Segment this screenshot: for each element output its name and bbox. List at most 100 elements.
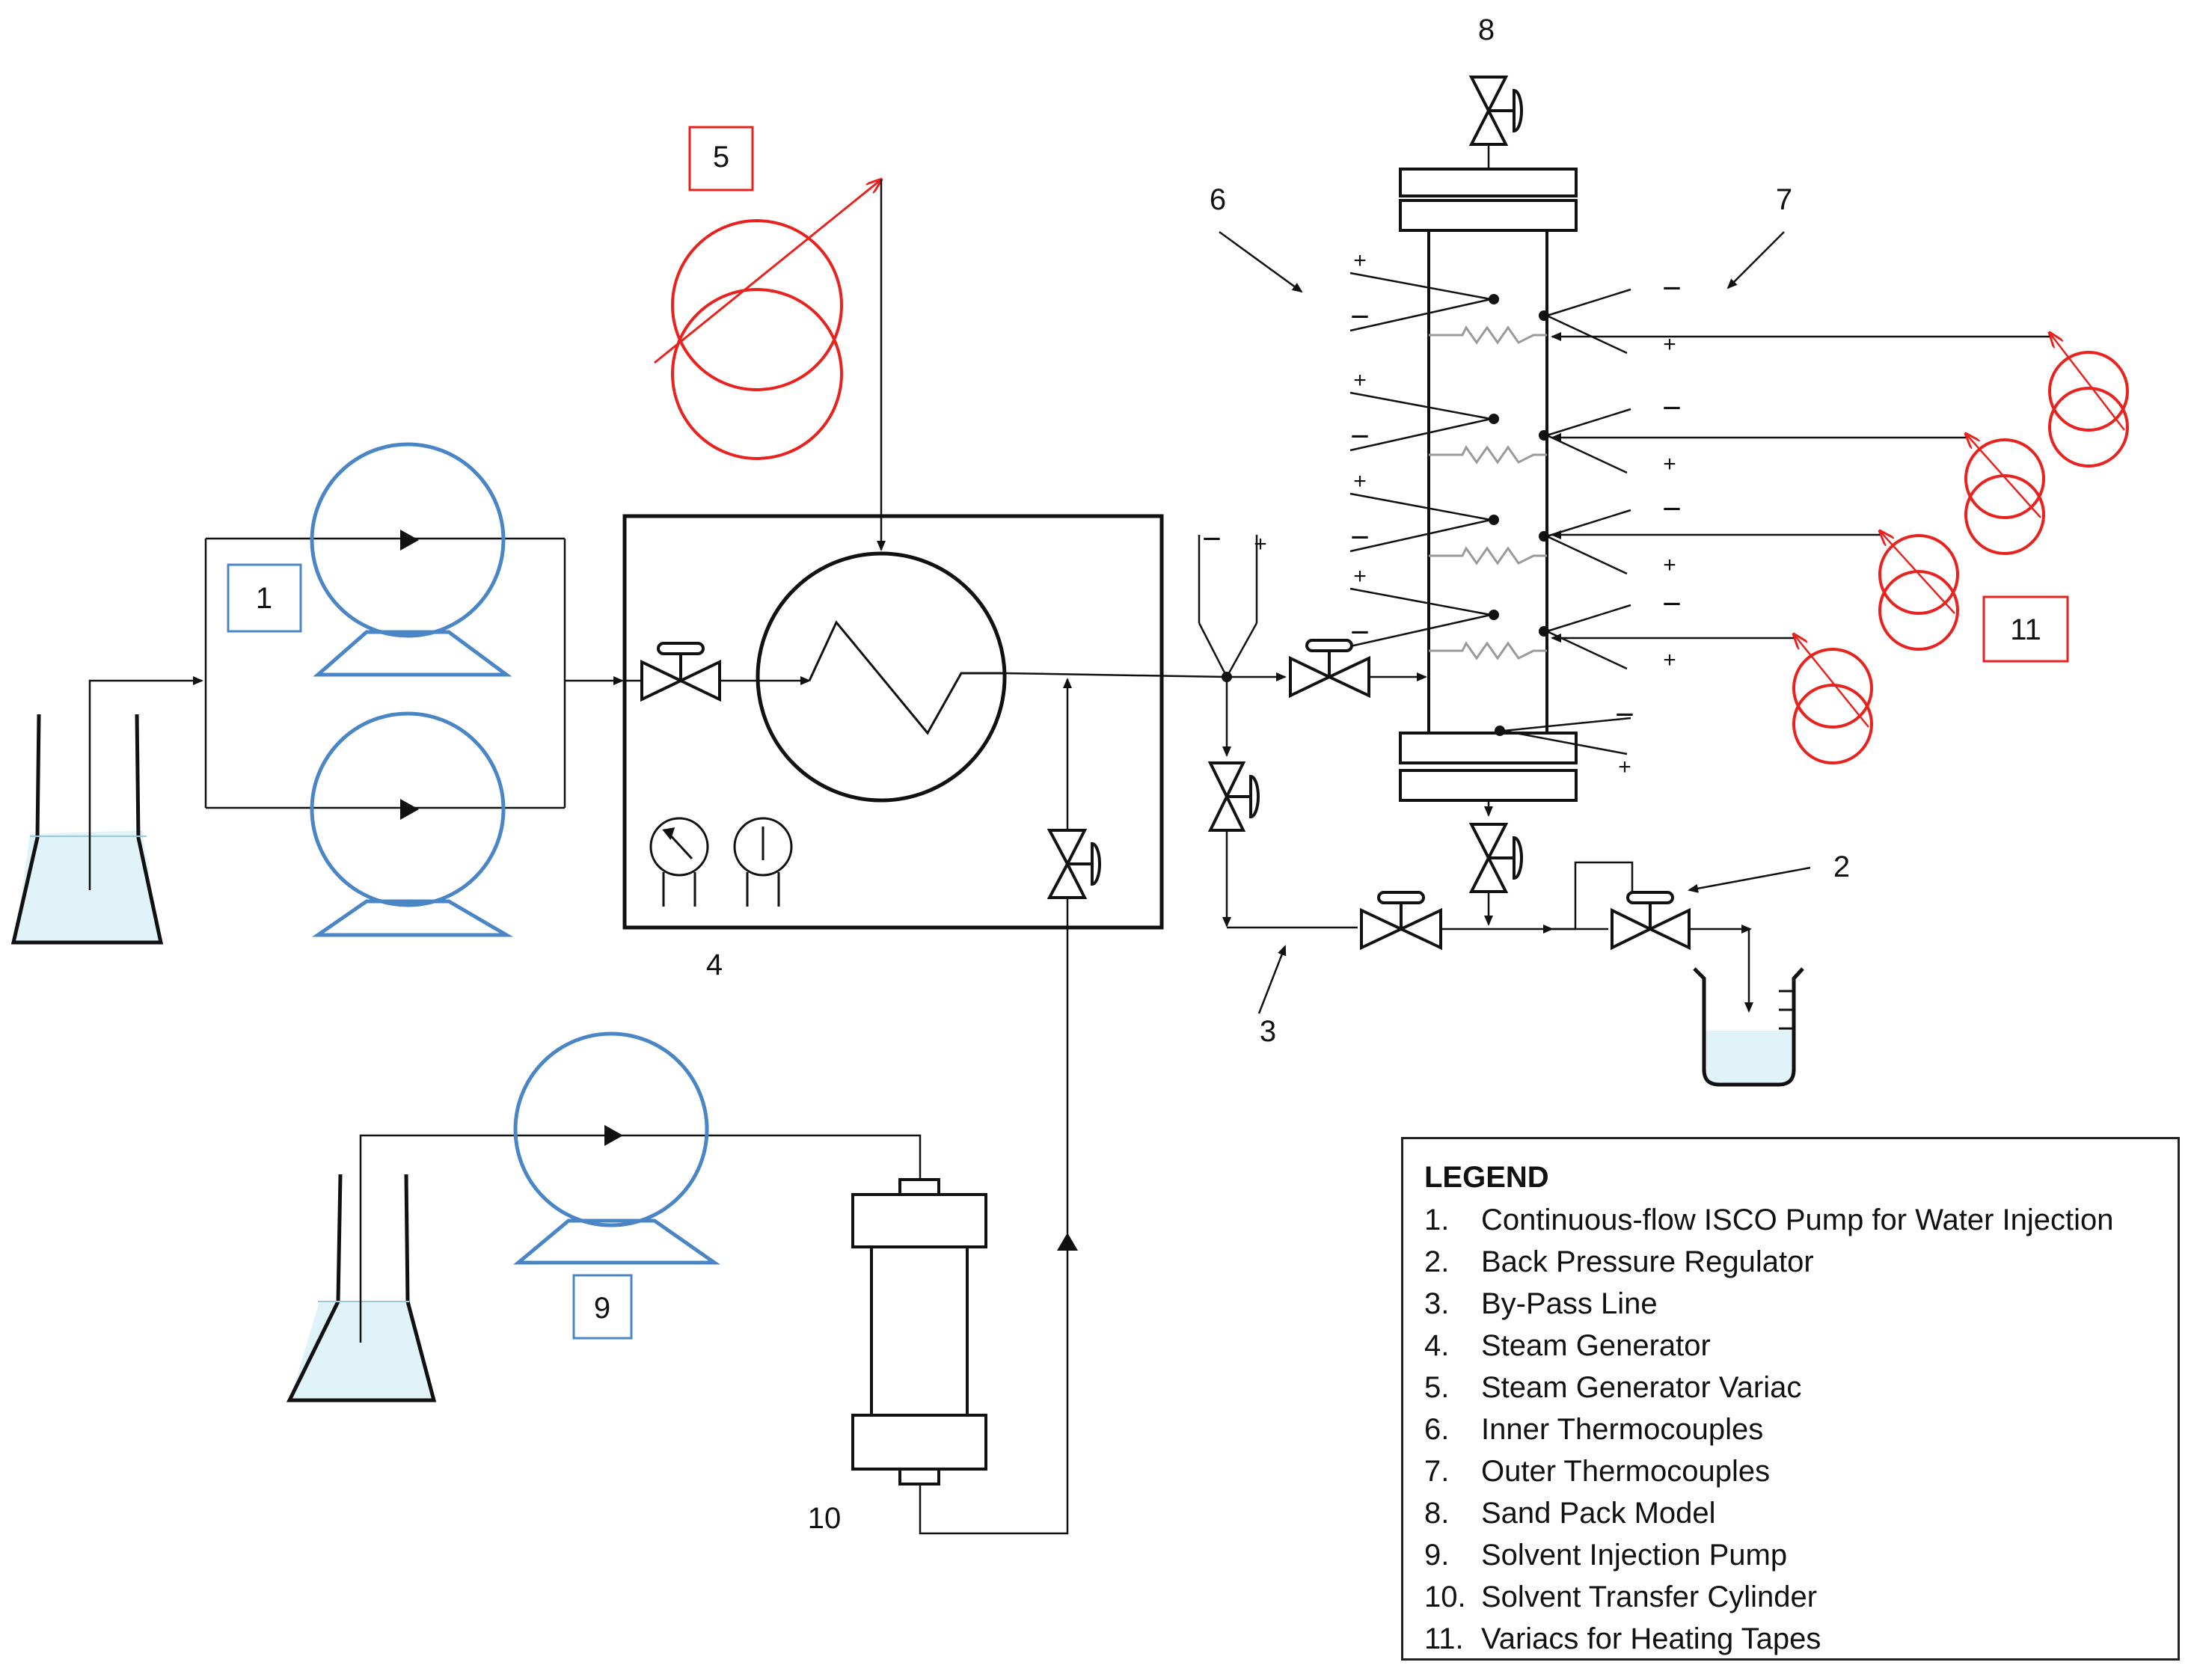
- inlet-minus: −: [1202, 521, 1222, 557]
- legend-item: 10. Solvent Transfer Cylinder: [1424, 1576, 2157, 1618]
- isco-pump-upper: [310, 442, 512, 677]
- inlet-thermocouple: [1198, 535, 1258, 678]
- legend-item-number: 4.: [1424, 1329, 1450, 1362]
- outer-tc-plus: +: [1663, 648, 1676, 672]
- inner-tc-plus: +: [1353, 368, 1367, 393]
- legend-item: 3. By-Pass Line: [1424, 1283, 2157, 1325]
- sand-pack-model: [1399, 168, 1578, 802]
- callout-10: 10: [808, 1502, 842, 1535]
- steam-generator-variac: [671, 219, 843, 460]
- legend-item-number: 2.: [1424, 1245, 1450, 1278]
- solvent-feed-line: [359, 1134, 922, 1343]
- legend-item: 9. Solvent Injection Pump: [1424, 1534, 2157, 1576]
- inner-tc-plus: +: [1353, 469, 1367, 494]
- thermocouple-level: +−−+: [1349, 248, 1682, 357]
- outer-tc-plus: +: [1663, 452, 1676, 476]
- inner-tc-minus: −: [1350, 298, 1370, 335]
- legend-item-number: 10.: [1424, 1581, 1466, 1613]
- solvent-injection-pump: [513, 1031, 720, 1265]
- steam-heater-vessel: [756, 551, 1007, 803]
- callout-box-1: [227, 563, 302, 633]
- outer-tc-junction: [1539, 430, 1549, 441]
- flow-arrow-icon: [400, 530, 419, 551]
- callout-box-9: [572, 1274, 633, 1340]
- solvent-flask: [286, 1174, 437, 1402]
- solvent-outlet-line: [919, 898, 1069, 1535]
- inner-tc-minus: −: [1350, 519, 1370, 556]
- steam-generator-enclosure: [622, 514, 1164, 930]
- outer-tc-minus: −: [1662, 390, 1682, 426]
- callout-2-pointer: [1688, 866, 1811, 893]
- legend-item-number: 5.: [1424, 1371, 1450, 1404]
- inner-tc-minus: −: [1350, 614, 1370, 651]
- sand-pack-top-valve: [1468, 76, 1523, 146]
- callout-3-pointer: [1257, 945, 1287, 1014]
- water-flask: [10, 714, 164, 945]
- legend-item-text: Outer Thermocouples: [1481, 1455, 1771, 1488]
- heating-tape-variac: [1551, 634, 1873, 764]
- legend-item: 4.Steam Generator: [1424, 1325, 2157, 1367]
- outer-tc-plus: +: [1663, 553, 1676, 577]
- legend-item-text: Sand Pack Model: [1481, 1497, 1716, 1530]
- callout-3: 3: [1260, 1015, 1276, 1048]
- flow-arrow-icon: [1057, 1233, 1078, 1251]
- legend-item-text: Variacs for Heating Tapes: [1481, 1622, 1821, 1655]
- legend-item-number: 3.: [1424, 1287, 1450, 1320]
- flow-arrow-icon: [400, 799, 419, 820]
- flow-arrow-icon: [604, 1125, 623, 1146]
- inlet-plus: +: [1254, 532, 1267, 557]
- bypass-line-valve: [1360, 891, 1442, 951]
- callout-6-pointer: [1219, 230, 1303, 293]
- bottom-tc-plus: +: [1618, 755, 1631, 779]
- bottom-tc-minus: −: [1615, 696, 1634, 733]
- legend-item-number: 7.: [1424, 1455, 1450, 1488]
- callout-1: 1: [256, 582, 272, 615]
- legend-item-number: 6.: [1424, 1413, 1450, 1446]
- legend-item-text: Continuous-flow ISCO Pump for Water Inje…: [1481, 1204, 2114, 1236]
- outer-tc-junction: [1539, 531, 1549, 542]
- thermocouple-level: +−−+: [1349, 368, 1682, 476]
- legend-item: 8.Sand Pack Model: [1424, 1492, 2157, 1534]
- legend-item-text: Solvent Injection Pump: [1481, 1539, 1788, 1572]
- inner-tc-junction: [1489, 515, 1499, 525]
- variac-adjust-arrow: [654, 180, 881, 364]
- callout-4: 4: [706, 948, 723, 981]
- thermocouple-level: +−−+: [1349, 564, 1682, 672]
- inner-tc-junction: [1489, 294, 1499, 304]
- legend-item: 5. Steam Generator Variac: [1424, 1367, 2157, 1408]
- water-feed-line: [88, 676, 203, 890]
- legend-item-text: Steam Generator Variac: [1481, 1371, 1802, 1404]
- inner-tc-junction: [1489, 414, 1499, 424]
- inner-tc-plus: +: [1353, 248, 1367, 273]
- heating-tape: [1429, 546, 1547, 565]
- collection-beaker: [1693, 967, 1804, 1087]
- isco-pump-lower: [310, 711, 514, 937]
- solvent-injection-valve: [1047, 829, 1101, 899]
- callout-7-pointer: [1726, 231, 1785, 289]
- legend-item-text: Solvent Transfer Cylinder: [1481, 1581, 1818, 1613]
- back-pressure-regulator: [1611, 891, 1691, 951]
- outer-tc-minus: −: [1662, 491, 1682, 527]
- heating-tape-variac: [1551, 531, 1959, 651]
- legend-title: LEGEND: [1424, 1161, 1549, 1194]
- legend-item: 6. Inner Thermocouples: [1424, 1408, 2157, 1450]
- legend-item-text: By-Pass Line: [1481, 1287, 1658, 1320]
- outer-tc-minus: −: [1662, 586, 1682, 622]
- callout-5: 5: [713, 141, 729, 174]
- pressure-gauge-icon: [649, 817, 709, 907]
- bypass-valve: [1207, 761, 1260, 832]
- heating-tape: [1429, 445, 1547, 465]
- inner-tc-junction: [1489, 610, 1499, 620]
- temperature-gauge-icon: [733, 817, 793, 907]
- callout-2: 2: [1833, 850, 1850, 883]
- callout-8: 8: [1478, 13, 1495, 46]
- legend-item: 11.Variacs for Heating Tapes: [1424, 1618, 2157, 1660]
- legend-item-text: Inner Thermocouples: [1481, 1413, 1764, 1446]
- outer-tc-junction: [1539, 310, 1549, 321]
- legend-item: 2.Back Pressure Regulator: [1424, 1241, 2157, 1283]
- bottom-thermocouple: [1495, 717, 1631, 755]
- legend-item-number: 1.: [1424, 1204, 1450, 1236]
- callout-9: 9: [594, 1292, 610, 1325]
- legend-item-number: 9.: [1424, 1539, 1450, 1572]
